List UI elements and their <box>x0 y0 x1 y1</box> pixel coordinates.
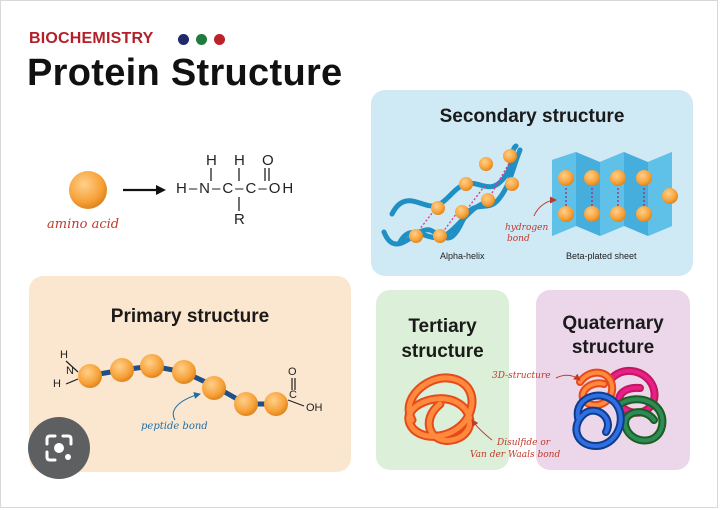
hydrogen-bond-pointer <box>533 196 557 217</box>
hydrogen-bond-note-line1: hydrogen <box>505 223 549 233</box>
peptide-bond-note: peptide bond <box>141 421 208 432</box>
hydrogen-bond-note-line2: bond <box>507 234 530 244</box>
primary-title: Primary structure <box>110 306 270 327</box>
subject-kicker: BIOCHEMISTRY <box>29 30 154 47</box>
alpha-helix <box>381 143 523 247</box>
page-title: Protein Structure <box>27 52 343 94</box>
beta-sheet-label: Beta-plated sheet <box>566 251 637 261</box>
primary-chain <box>65 354 305 416</box>
formula-r-group: R <box>234 211 245 228</box>
primary-h-bottom: H <box>53 378 61 390</box>
secondary-title: Secondary structure <box>439 106 625 127</box>
reaction-arrow-head <box>156 185 166 195</box>
tertiary-knot <box>404 373 477 445</box>
primary-n: N <box>66 365 74 377</box>
formula-top-o: O <box>262 152 274 169</box>
quaternary-title-line1: Quaternary <box>562 313 664 334</box>
dot-navy <box>178 34 189 45</box>
primary-o: O <box>288 366 297 378</box>
lens-button[interactable] <box>28 417 90 479</box>
quaternary-title-line2: structure <box>571 337 655 358</box>
three-d-structure-note: 3D-structure <box>492 371 551 381</box>
bond-pointer <box>471 419 493 441</box>
amino-acid-bead <box>69 171 107 209</box>
header-dots <box>178 34 225 45</box>
three-d-pointer <box>555 373 581 381</box>
formula-bonds <box>210 168 270 211</box>
amino-acid-label: amino acid <box>47 217 120 232</box>
peptide-bond-pointer <box>172 392 201 421</box>
tertiary-title-line2: structure <box>401 341 484 362</box>
dot-red <box>214 34 225 45</box>
beta-sheet <box>552 152 678 236</box>
alpha-helix-label: Alpha-helix <box>440 251 485 261</box>
bond-note-line1: Disulfide or <box>497 438 551 448</box>
tertiary-title-line1: Tertiary <box>408 316 477 337</box>
formula-top-h2: H <box>234 152 245 169</box>
bond-note-line2: Van der Waals bond <box>470 450 561 460</box>
primary-oh: OH <box>306 402 323 414</box>
lens-icon <box>45 434 73 462</box>
formula-top-h1: H <box>206 152 217 169</box>
formula-chain: H–N–C–C–OH <box>176 180 296 197</box>
primary-c: C <box>289 389 297 401</box>
dot-green <box>196 34 207 45</box>
primary-h-top: H <box>60 349 68 361</box>
quaternary-complex <box>572 366 667 451</box>
